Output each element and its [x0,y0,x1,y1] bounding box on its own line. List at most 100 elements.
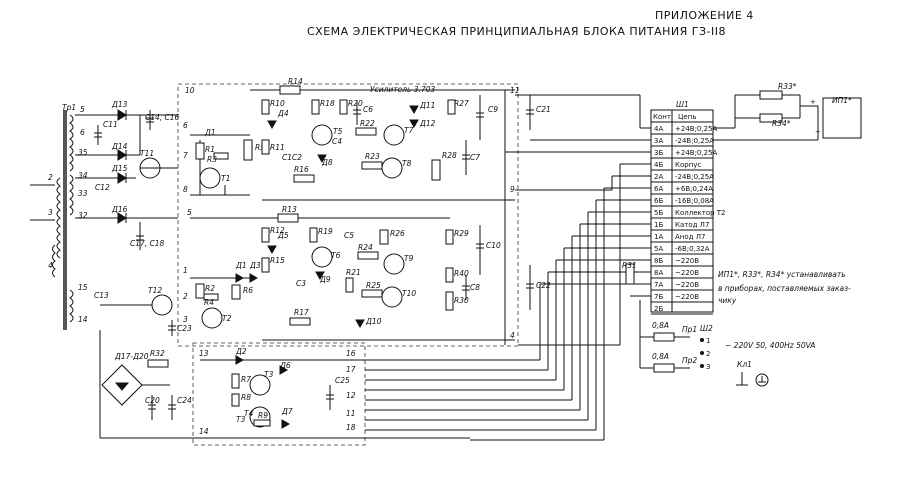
middle-rectifier: Д15 Д16 С12 С17, С18 [75,164,178,250]
svg-text:R27: R27 [454,99,469,108]
svg-text:32: 32 [78,211,88,220]
svg-text:С14, С16: С14, С16 [145,113,180,122]
connector-contact: 4Б [654,161,663,169]
svg-text:Д10: Д10 [365,317,382,326]
svg-text:С6: С6 [363,105,373,114]
svg-text:9: 9 [510,185,515,194]
connector-circuit: ~220В [675,269,699,277]
connector-contact: 2А [654,173,663,181]
mains-input: 0,8А Пр1 0,8А Пр2 Ш2 1 2 3 ~ 220V 50, 40… [639,300,815,387]
lower-board-circuit: 13 14 16 17 12 11 18 Д2 Д6 R7 R8 Т3 Т4 Т… [199,347,365,436]
svg-text:Т2: Т2 [222,314,232,323]
svg-text:R28: R28 [442,151,457,160]
svg-text:Т1: Т1 [221,174,230,183]
connector-circuit: -6В;0,32А [675,245,710,253]
connector-col-contact: Конт. [653,113,673,121]
svg-text:С9: С9 [488,105,498,114]
svg-text:Д2: Д2 [235,347,247,356]
svg-text:R25: R25 [366,281,381,290]
svg-text:5: 5 [187,208,192,217]
appendix-label: ПРИЛОЖЕНИЕ 4 [655,9,754,22]
svg-text:3: 3 [48,208,53,217]
svg-text:34: 34 [78,171,88,180]
svg-text:Т9: Т9 [404,254,414,263]
svg-text:+: + [810,98,816,106]
svg-text:Д17-Д20: Д17-Д20 [114,352,149,361]
install-note-line2: в приборах, поставляемых заказ- [718,284,851,293]
svg-text:Д16: Д16 [111,205,128,214]
svg-text:35: 35 [78,148,88,157]
connector-contact: 4А [654,125,663,133]
svg-text:R6: R6 [243,286,253,295]
connector-contact: 5А [654,245,663,253]
board-outline-main [177,83,519,347]
bus-wires: R31 [365,94,651,441]
svg-text:R12: R12 [270,226,285,235]
svg-text:R24: R24 [358,243,373,252]
upper-amplifier: R14 R10 R18 R20 Д4 R11 С1С2 Т5 С4 R16 Д8… [250,77,520,345]
connector-circuit: +6В;0,24А [675,185,713,193]
svg-text:Д8: Д8 [321,158,333,167]
svg-text:3: 3 [706,363,710,371]
svg-text:С1С2: С1С2 [282,153,302,162]
svg-text:33: 33 [78,189,88,198]
svg-text:6: 6 [80,128,85,137]
svg-text:14: 14 [199,427,209,436]
svg-text:R10: R10 [270,99,285,108]
transformer-tr1: Тр1 5 6 35 34 33 32 2 3 4 15 14 [30,103,88,330]
svg-text:7: 7 [183,151,188,160]
connector-circuit: ~220В [675,293,699,301]
connector-sh1: Ш1 Конт. Цепь 4А+24В;0,25А3А-24В;0,25А3Б… [650,100,726,315]
connector-contact: 3А [654,137,663,145]
svg-text:R29: R29 [454,229,469,238]
svg-text:R8: R8 [241,393,251,402]
meter-ip1: R33* R34* + − ИП1* [713,82,862,141]
output-capacitors: С21 С22 [526,95,551,310]
svg-text:С5: С5 [344,231,354,240]
svg-text:5: 5 [80,105,85,114]
svg-text:2: 2 [706,350,710,358]
svg-text:С12: С12 [95,183,110,192]
r34-label: R34* [772,119,791,128]
svg-text:−: − [815,128,821,136]
svg-text:С24: С24 [177,396,192,405]
fuse2-label: 0,8А [652,352,669,361]
svg-text:С3: С3 [296,279,306,288]
svg-text:16: 16 [346,349,356,358]
svg-text:С4: С4 [332,137,342,146]
connector-contact: 7А [654,281,663,289]
svg-text:8: 8 [183,185,188,194]
connector-label: Ш1 [676,100,689,109]
connector-contact: 7Б [654,293,663,301]
svg-text:Т12: Т12 [148,286,162,295]
fuse1-label: 0,8А [652,321,669,330]
svg-text:6: 6 [183,121,188,130]
svg-text:R26: R26 [390,229,405,238]
svg-text:R11: R11 [270,143,285,152]
svg-text:R23: R23 [365,152,380,161]
svg-text:R40: R40 [454,269,469,278]
svg-text:Д3: Д3 [249,261,261,270]
svg-text:Д11: Д11 [419,101,435,110]
svg-text:Т4: Т4 [244,409,254,418]
svg-text:R1: R1 [205,145,215,154]
sh2-label: Ш2 [700,324,713,333]
svg-text:2: 2 [183,292,188,301]
svg-text:R3: R3 [207,155,217,164]
svg-text:18: 18 [346,423,356,432]
svg-text:Д1: Д1 [235,261,247,270]
install-note-line3: чику [718,296,737,305]
svg-text:R16: R16 [294,165,309,174]
svg-text:Д1: Д1 [204,128,216,137]
svg-text:Т11: Т11 [140,149,154,158]
svg-text:R5: R5 [255,143,265,152]
svg-text:С23: С23 [177,324,192,333]
svg-text:R15: R15 [270,256,285,265]
supply-label: ~ 220V 50, 400Hz 50VA [725,341,815,350]
svg-text:С22: С22 [536,281,551,290]
svg-text:Д6: Д6 [279,361,291,370]
connector-contact: 1Б [654,221,663,229]
transformer-label: Тр1 [62,103,76,112]
svg-text:R7: R7 [241,375,251,384]
svg-text:Д9: Д9 [319,275,331,284]
